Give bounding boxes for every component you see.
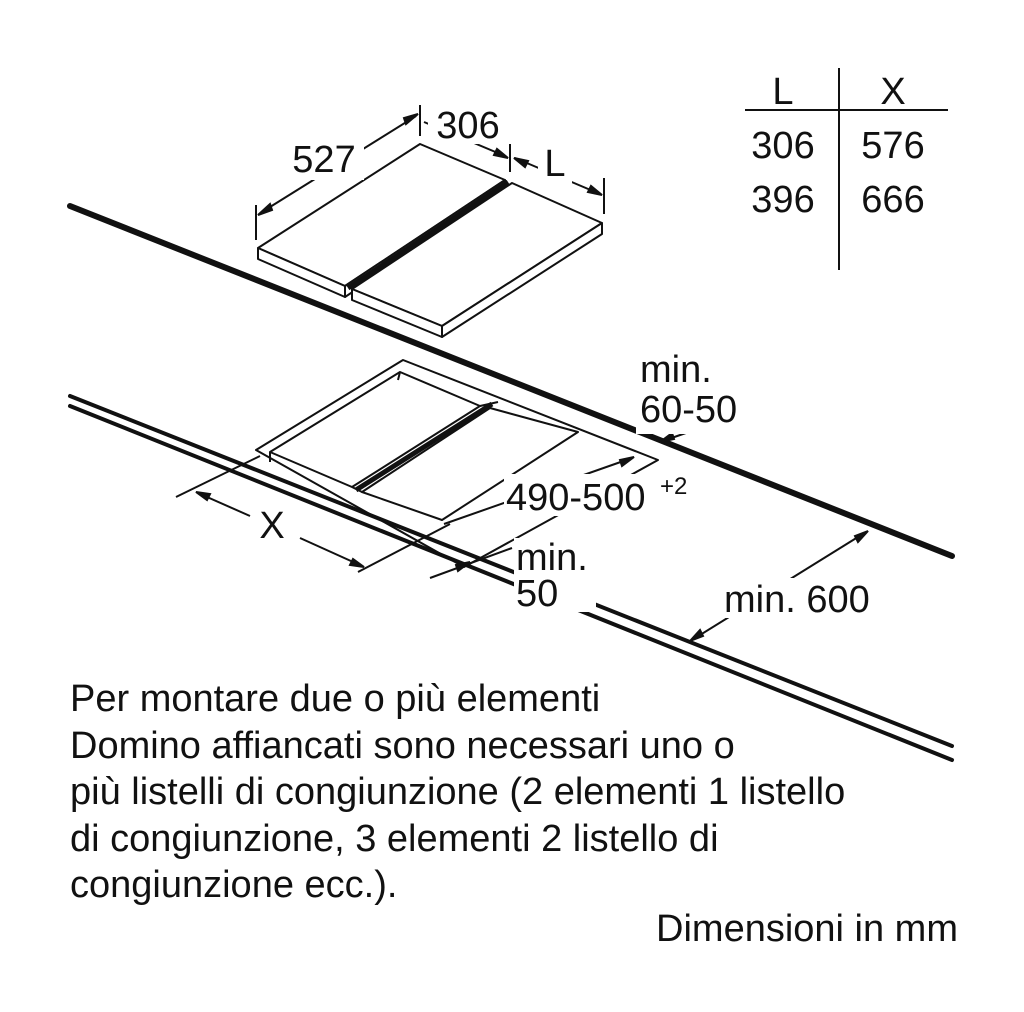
table-header-l: L	[772, 71, 793, 113]
table-cell-x-2: 666	[861, 179, 924, 221]
dim-min50-arrow	[454, 561, 471, 573]
dim-60-50-label-mask	[636, 348, 754, 434]
dim-min50-label-line2: 50	[516, 573, 558, 615]
dim-306-label-mask	[428, 102, 512, 144]
units-caption: Dimensioni in mm	[656, 908, 958, 950]
table-cell-x-1: 576	[861, 125, 924, 167]
dim-490-tolerance: +2	[660, 473, 687, 500]
dim-x-extension-left	[175, 455, 261, 498]
dim-600-arrow-a	[689, 628, 705, 642]
dim-527-label-mask	[284, 136, 364, 180]
note-line: Per montare due o più elementi	[70, 678, 601, 720]
dim-min50-line	[429, 547, 513, 579]
dim-l-label: L	[544, 143, 565, 185]
dim-490-arrow	[618, 456, 635, 468]
assembly-note: Per montare due o più elementi Domino af…	[70, 676, 970, 909]
table-cell-l-1: 306	[751, 125, 814, 167]
note-line: di congiunzione, 3 elementi 2 listello d…	[70, 817, 719, 860]
dim-x-arrow-b	[348, 557, 365, 568]
dim-600-arrow-b	[853, 530, 869, 544]
note-line: più listelli di congiunzione (2 elementi…	[70, 771, 846, 813]
worktop-front-edge-lower	[68, 404, 954, 762]
hob-joint-strip	[346, 179, 510, 291]
dimension-table: L X 306 576 396 666	[745, 68, 948, 270]
worktop-front-edge-upper	[68, 394, 954, 748]
worktop-back-edge	[67, 203, 955, 559]
dim-x-label-mask	[252, 504, 296, 546]
dim-60-50-label-line1: min.	[640, 349, 712, 391]
dim-527-label: 527	[292, 139, 355, 181]
table-header-x: X	[880, 71, 905, 113]
note-line: Domino affiancati sono necessari uno o	[70, 724, 735, 767]
dim-306-label: 306	[436, 105, 499, 147]
cutout-outer-frame	[255, 359, 659, 568]
domino-hobs	[257, 143, 603, 338]
note-line: congiunzione ecc.).	[70, 864, 398, 906]
dim-527-arrow-b	[402, 113, 419, 126]
dim-x-arrow-a	[195, 491, 212, 502]
cutout-shade-4	[397, 371, 401, 381]
dim-l-label-mask	[538, 144, 572, 184]
dim-306-arrow	[492, 147, 509, 159]
dim-x-label: X	[259, 505, 284, 547]
dim-x-extension-right	[357, 523, 451, 573]
dim-490-label: 490-500	[506, 477, 645, 519]
dim-490-label-mask	[504, 474, 700, 516]
hob-right-side	[441, 222, 603, 338]
worktop	[67, 203, 955, 762]
dim-l-arrow-a	[513, 157, 530, 169]
dim-60-50-label-line2: 60-50	[640, 389, 737, 431]
dim-l-arrow-b	[586, 184, 603, 196]
dim-600-label-mask	[720, 578, 890, 618]
dim-min50-label-mask	[514, 538, 596, 612]
dim-min50-label-line1: min.	[516, 537, 588, 579]
cutout-right-opening	[361, 407, 579, 521]
dim-60-50-arrow	[659, 431, 676, 443]
cutout-joint	[354, 401, 494, 493]
dim-600-label: min. 600	[724, 579, 870, 621]
dim-527-arrow-a	[257, 202, 274, 216]
table-cell-l-2: 396	[751, 179, 814, 221]
cutout	[255, 359, 659, 568]
